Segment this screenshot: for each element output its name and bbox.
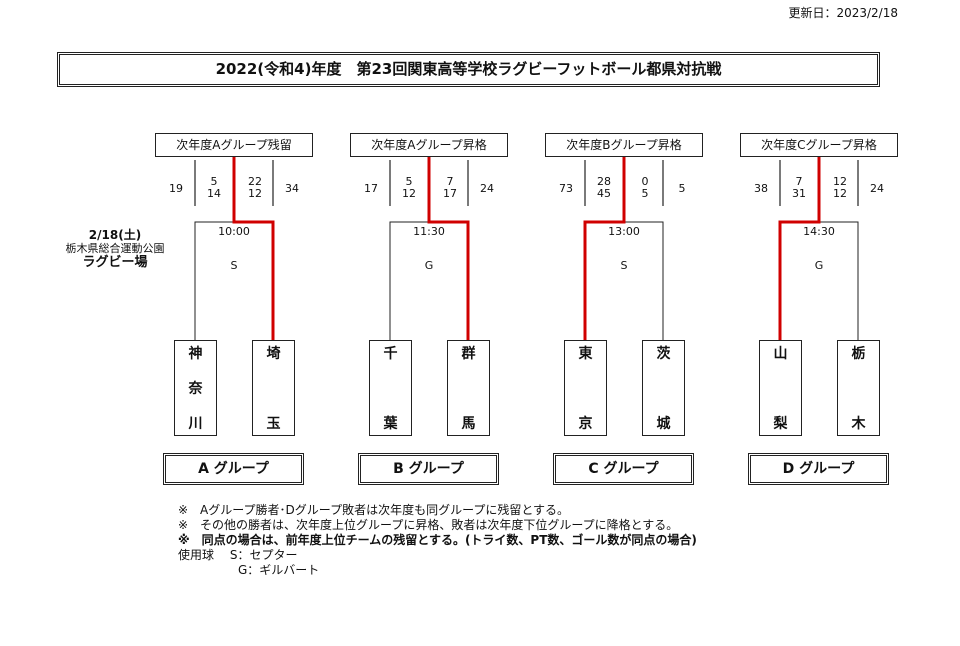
left-team-box: 千葉	[369, 340, 412, 436]
left-second-half: 31	[792, 187, 806, 200]
bracket-frame	[584, 221, 664, 340]
result-label: 次年度Aグループ残留	[155, 133, 313, 157]
kickoff-time: 14:30	[803, 225, 835, 238]
right-team-char: 群	[461, 346, 476, 362]
right-total-score: 34	[285, 182, 299, 195]
ball-type: G	[814, 259, 824, 272]
ball-type: S	[230, 259, 238, 272]
note-1: ※ Aグループ勝者･Dグループ敗者は次年度も同グループに残留とする。	[178, 503, 569, 517]
bracket-frame	[194, 221, 274, 340]
ball-label: 使用球	[178, 548, 215, 562]
notes: ※ Aグループ勝者･Dグループ敗者は次年度も同グループに残留とする。 ※ その他…	[178, 503, 697, 578]
ball-type: S	[620, 259, 628, 272]
left-team-char: 葉	[383, 416, 398, 432]
right-team-char: 玉	[266, 416, 281, 432]
result-label: 次年度Cグループ昇格	[740, 133, 898, 157]
right-team-box: 埼玉	[252, 340, 295, 436]
left-team-char: 山	[773, 346, 788, 362]
winner-path	[427, 156, 470, 340]
right-team-char: 城	[656, 416, 671, 432]
left-first-half: 5	[210, 175, 218, 188]
winner-path	[583, 156, 626, 340]
group-label: C グループ	[553, 453, 694, 485]
result-label: 次年度Bグループ昇格	[545, 133, 703, 157]
right-second-half: 12	[248, 187, 262, 200]
ball-s: S：セプター	[229, 548, 298, 562]
left-team-char: 梨	[773, 416, 788, 432]
right-second-half: 12	[833, 187, 847, 200]
venue-info: 2/18(土) 栃木県総合運動公園 ラグビー場	[40, 228, 190, 270]
right-total-score: 24	[480, 182, 494, 195]
right-second-half: 17	[443, 187, 457, 200]
left-team-box: 山梨	[759, 340, 802, 436]
group-label: A グループ	[163, 453, 304, 485]
right-total-score: 5	[678, 182, 686, 195]
group-label: B グループ	[358, 453, 499, 485]
bracket-frame	[779, 221, 859, 340]
left-first-half: 28	[597, 175, 611, 188]
right-first-half: 22	[248, 175, 262, 188]
right-team-box: 茨城	[642, 340, 685, 436]
page-title: 2022(令和4)年度 第23回関東高等学校ラグビーフットボール都県対抗戦	[57, 52, 880, 87]
venue-field: ラグビー場	[82, 255, 148, 270]
right-team-char: 馬	[461, 416, 476, 432]
match-date: 2/18(土)	[88, 228, 142, 242]
left-team-char: 神	[188, 346, 203, 362]
left-team-char: 東	[578, 346, 593, 362]
left-team-char: 千	[383, 346, 398, 362]
left-second-half: 12	[402, 187, 416, 200]
right-team-char: 茨	[656, 346, 671, 362]
left-team-char: 奈	[188, 381, 203, 397]
kickoff-time: 13:00	[608, 225, 640, 238]
left-total-score: 38	[754, 182, 768, 195]
left-team-char: 川	[188, 416, 203, 432]
ball-type: G	[424, 259, 434, 272]
left-team-char: 京	[578, 416, 593, 432]
kickoff-time: 11:30	[413, 225, 445, 238]
right-first-half: 0	[641, 175, 649, 188]
right-team-box: 栃木	[837, 340, 880, 436]
left-total-score: 73	[559, 182, 573, 195]
right-first-half: 12	[833, 175, 847, 188]
group-label: D グループ	[748, 453, 889, 485]
right-total-score: 24	[870, 182, 884, 195]
ball-g: G：ギルバート	[238, 563, 320, 577]
updated-date: 更新日：2023/2/18	[788, 6, 898, 20]
right-team-char: 木	[851, 416, 866, 432]
right-team-box: 群馬	[447, 340, 490, 436]
right-second-half: 5	[641, 187, 649, 200]
right-team-char: 栃	[851, 346, 866, 362]
winner-path	[232, 156, 275, 340]
venue-place: 栃木県総合運動公園	[65, 242, 165, 255]
left-team-box: 東京	[564, 340, 607, 436]
left-total-score: 19	[169, 182, 183, 195]
note-2: ※ その他の勝者は、次年度上位グループに昇格、敗者は次年度下位グループに降格とす…	[178, 518, 679, 532]
note-3: ※ 同点の場合は、前年度上位チームの残留とする。(トライ数、PT数、ゴール数が同…	[178, 533, 697, 547]
winner-path	[778, 156, 821, 340]
right-team-char: 埼	[266, 346, 281, 362]
right-first-half: 7	[446, 175, 454, 188]
kickoff-time: 10:00	[218, 225, 250, 238]
left-second-half: 14	[207, 187, 221, 200]
left-total-score: 17	[364, 182, 378, 195]
left-second-half: 45	[597, 187, 611, 200]
result-label: 次年度Aグループ昇格	[350, 133, 508, 157]
left-first-half: 5	[405, 175, 413, 188]
left-team-box: 神奈川	[174, 340, 217, 436]
left-first-half: 7	[795, 175, 803, 188]
bracket-frame	[389, 221, 469, 340]
